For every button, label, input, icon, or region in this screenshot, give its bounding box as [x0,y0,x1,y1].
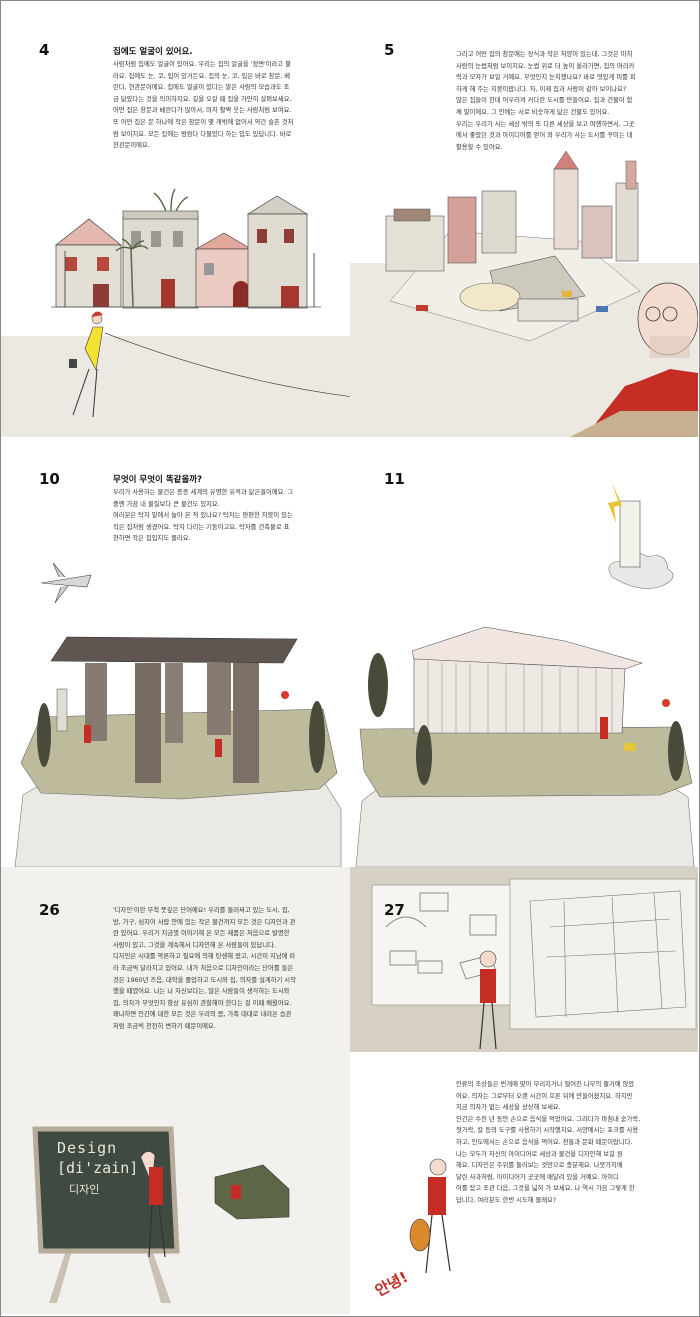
page-11: 11 [350,437,698,867]
table-temple-illustration [14,562,342,867]
page-number: 4 [39,41,50,59]
spread-pages-26-27: 26 '디자인'이란 무척 뜻깊은 단어예요! 우리를 둘러싸고 있는 도시, … [1,867,698,1314]
parthenon-illustration [355,483,695,867]
page-27: 27 인류의 조상들은 번개에 맞아 부러지거나 떨어진 나무의 줄기에 앉았 … [350,867,698,1314]
houses-street-illustration [1,188,350,437]
body-text: '디자인'이란 무척 뜻깊은 단어예요! 우리를 둘러싸고 있는 도시, 집, … [113,907,296,1030]
page-number: 5 [384,41,395,59]
design-sketches-illustration [350,867,698,1274]
city-illustration [350,150,698,437]
page-number: 11 [384,470,405,488]
chalkboard-text: Design [di'zain] 디자인 [57,1139,167,1197]
page-4: 4 집에도 얼굴이 있어요. 사람처럼 집에도 얼굴이 있어요. 우리는 집의 … [1,1,350,437]
chalkboard-word-english: Design [57,1139,118,1157]
page-number: 26 [39,901,60,919]
spread-pages-10-11: 10 무엇이 무엇이 똑같을까? 우리가 사용하는 물건은 종종 세계의 유명한… [1,437,698,868]
page-number: 27 [384,901,405,919]
section-title: 집에도 얼굴이 있어요. [113,47,193,57]
chalkboard-illustration [32,1126,290,1303]
section-title: 무엇이 무엇이 똑같을까? [113,475,203,485]
page-5: 5 그리고 어떤 집의 창문에는 장식과 작은 처양이 있는데, 그것은 마치 … [350,1,698,437]
chalkboard-phonetic: [di'zain] [57,1159,139,1177]
chalkboard-word-korean: 디자인 [69,1183,100,1196]
body-text: 우리가 사용하는 물건은 종종 세계의 유명한 유적과 닮은꼴이에요. 그 중엔… [113,489,294,543]
page-number: 10 [39,470,60,488]
body-text: 그리고 어떤 집의 창문에는 장식과 작은 처양이 있는데, 그것은 마치 사람… [456,51,636,151]
page-10: 10 무엇이 무엇이 똑같을까? 우리가 사용하는 물건은 종종 세계의 유명한… [1,437,350,867]
body-text: 인류의 조상들은 번개에 맞아 부러지거나 떨어진 나무의 줄기에 앉았 어요.… [456,1081,641,1204]
page-26: 26 '디자인'이란 무척 뜻깊은 단어예요! 우리를 둘러싸고 있는 도시, … [1,867,350,1314]
spread-pages-4-5: 4 집에도 얼굴이 있어요. 사람처럼 집에도 얼굴이 있어요. 우리는 집의 … [1,1,698,438]
body-text: 사람처럼 집에도 얼굴이 있어요. 우리는 집의 얼굴을 '정면'이라고 불 러… [113,61,294,150]
